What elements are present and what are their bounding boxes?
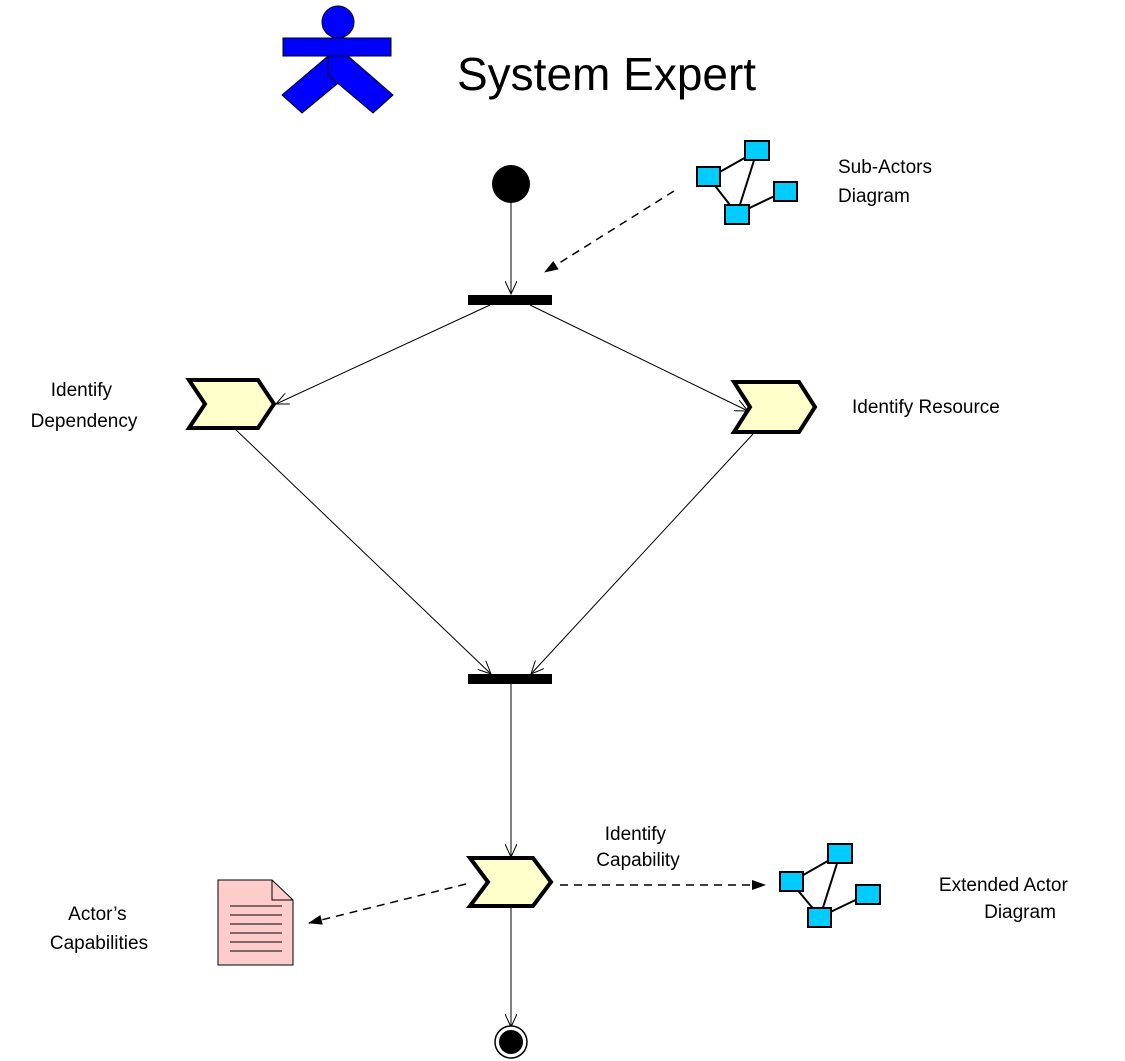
artifact-actors-capabilities: Actor’s Capabilities [50, 879, 294, 966]
svg-text:Sub-Actors Diagram: Sub-Actors Diagram [838, 157, 937, 207]
fork-bar [468, 295, 552, 305]
artifact-label-line1: Actor’s [68, 904, 126, 925]
svg-text:Identify Dependency: Identify Dependency [31, 380, 138, 432]
flow-fork-to-dependency [276, 304, 491, 404]
network-diagram-icon [696, 140, 798, 225]
artifact-sub-actors-diagram: Sub-Actors Diagram [696, 140, 937, 225]
activity-label-line1: Identify [51, 380, 113, 401]
activity-label-line2: Dependency [31, 411, 138, 432]
artifact-label-line2: Diagram [984, 902, 1056, 923]
page-title: System Expert [457, 48, 756, 100]
svg-text:Extended Actor Diagram: Extended Actor Diagram [939, 875, 1073, 923]
flow-fork-to-resource [529, 304, 748, 411]
object-flows [308, 190, 766, 925]
activity-shape [730, 380, 818, 434]
activity-identify-dependency[interactable]: Identify Dependency [31, 378, 277, 432]
artifact-label-line1: Extended Actor [939, 875, 1069, 896]
flow-resource-to-join [531, 433, 754, 674]
activity-identify-resource[interactable]: Identify Resource [730, 380, 1000, 434]
activity-label: Identify Resource [852, 397, 1000, 418]
object-flow-subactors-to-fork [544, 190, 675, 273]
document-icon [217, 879, 294, 966]
svg-text:Actor’s Capabilities: Actor’s Capabilities [50, 904, 148, 954]
network-diagram-icon [779, 843, 881, 928]
object-flow-capability-to-document [308, 883, 467, 925]
activity-shape [185, 378, 277, 430]
join-bar [468, 674, 552, 684]
activity-label-line2: Capability [596, 850, 680, 871]
actor-icon [281, 5, 394, 114]
artifact-label-line2: Capabilities [50, 933, 148, 954]
artifact-extended-actor-diagram: Extended Actor Diagram [779, 843, 1073, 928]
initial-node [492, 165, 530, 203]
final-node [494, 1025, 528, 1059]
activity-identify-capability[interactable]: Identify Capability [466, 824, 680, 908]
artifact-label-line2: Diagram [838, 186, 910, 207]
flow-dependency-to-join [233, 427, 491, 674]
activity-label-line1: Identify [605, 824, 667, 845]
artifact-label-line1: Sub-Actors [838, 157, 932, 178]
activity-shape [466, 856, 554, 908]
control-flows [233, 198, 754, 1027]
svg-text:Identify Capability: Identify Capability [596, 824, 680, 871]
